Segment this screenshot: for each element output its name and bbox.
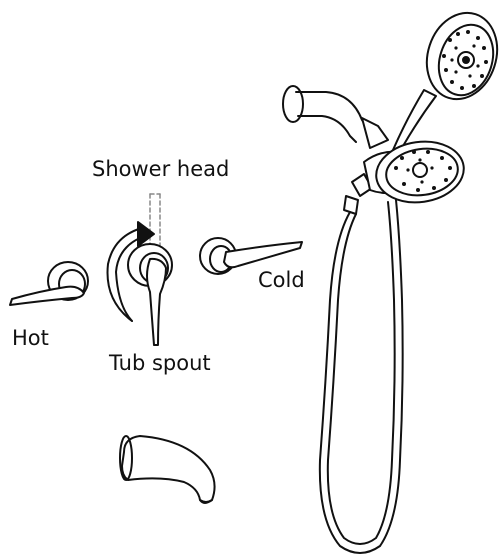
cold-label: Cold: [258, 270, 305, 291]
hot-handle-icon: [10, 262, 88, 305]
tub-spout-label: Tub spout: [109, 353, 211, 374]
shower-arm-icon: [283, 86, 388, 148]
tub-spout-icon: [120, 436, 215, 503]
shower-head-label: Shower head: [92, 159, 229, 180]
hot-label: Hot: [12, 328, 49, 349]
fixed-shower-head-icon: [344, 136, 468, 214]
diverter-handle-icon: [128, 194, 172, 345]
shower-hose-icon: [320, 200, 403, 553]
